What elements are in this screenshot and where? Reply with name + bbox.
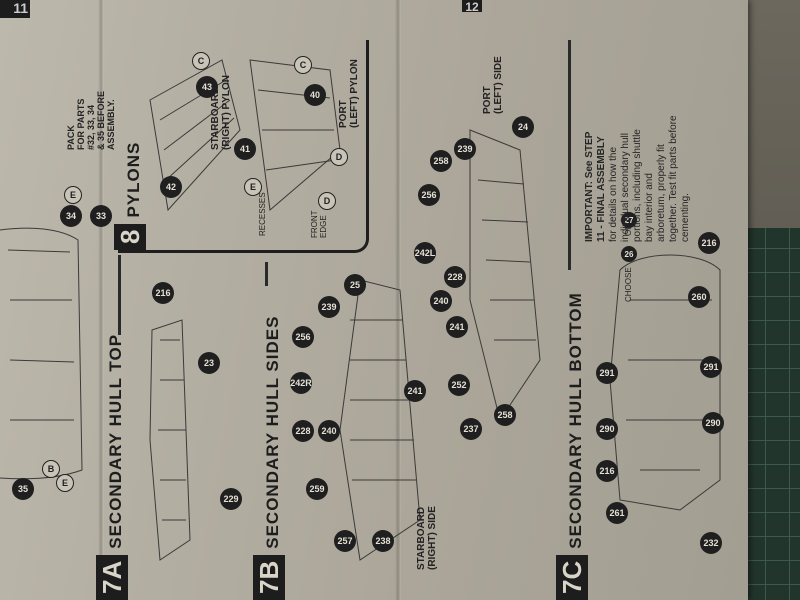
paper-fold: [395, 0, 401, 600]
note-line: for details on how the: [608, 146, 619, 242]
step-8-panel: [118, 40, 369, 253]
letter-marker: E: [56, 474, 74, 492]
letter-marker: D: [330, 148, 348, 166]
starboard-side-outline: [339, 279, 421, 561]
letter-marker: E: [64, 186, 82, 204]
part-callout: 24: [512, 116, 534, 138]
letter-marker: C: [294, 56, 312, 74]
note-line: IMPORTANT: See STEP: [584, 131, 595, 242]
port-pylon-outline: [249, 59, 341, 211]
note-line: portions, including shuttle: [632, 129, 643, 242]
note-line: bay interior and: [644, 173, 655, 242]
label-line: EDGE: [319, 215, 328, 238]
note-line: arboretum, properly fit: [656, 144, 667, 242]
note-line: individual secondary hull: [620, 133, 631, 242]
part-callout: 256: [292, 326, 314, 348]
starboard-pylon-label: STARBOARD (RIGHT) PYLON: [210, 75, 232, 150]
recesses-label: RECESSES: [258, 192, 267, 236]
part-callout: 216: [596, 460, 618, 482]
part-callout: 27: [621, 212, 637, 228]
part-callout: 259: [306, 478, 328, 500]
page-number-fragment: 12: [462, 0, 482, 14]
front-edge-label: FRONT EDGE: [310, 210, 328, 238]
part-callout: 41: [234, 138, 256, 160]
label-line: (RIGHT) SIDE: [427, 506, 438, 570]
part-callout: 242L: [414, 242, 436, 264]
step-divider: [265, 262, 268, 286]
part-callout: 25: [344, 274, 366, 296]
step-divider: [118, 255, 121, 335]
part-callout: 43: [196, 76, 218, 98]
part-callout: 261: [606, 502, 628, 524]
part-callout: 35: [12, 478, 34, 500]
letter-marker: B: [42, 460, 60, 478]
part-callout: 216: [152, 282, 174, 304]
label-line: STARBOARD: [416, 506, 427, 570]
part-callout: 216: [698, 232, 720, 254]
part-callout: 239: [454, 138, 476, 160]
part-callout: 240: [318, 420, 340, 442]
part-callout: 241: [404, 380, 426, 402]
part-callout: 239: [318, 296, 340, 318]
port-side-outline: [469, 129, 541, 422]
label-line: (LEFT) SIDE: [493, 56, 504, 114]
part-callout: 260: [688, 286, 710, 308]
part-callout: 258: [494, 404, 516, 426]
part-callout: 257: [334, 530, 356, 552]
parts-line-art: [0, 59, 721, 561]
hull-outline: [0, 227, 83, 480]
letter-marker: D: [318, 192, 336, 210]
part-callout: 232: [700, 532, 722, 554]
part-callout: 26: [621, 246, 637, 262]
note-line: together. Test fit parts before: [668, 115, 679, 242]
part-callout: 237: [460, 418, 482, 440]
choose-label: CHOOSE: [624, 267, 633, 302]
step-divider: [568, 40, 571, 270]
part-callout: 291: [700, 356, 722, 378]
part-callout: 241: [446, 316, 468, 338]
part-callout: 240: [430, 290, 452, 312]
port-pylon-label: PORT (LEFT) PYLON: [338, 59, 360, 128]
hull-bottom-outline: [609, 254, 721, 511]
important-note: IMPORTANT: See STEP 11 - FINAL ASSEMBLY …: [584, 115, 692, 242]
note-line: 11 - FINAL ASSEMBLY: [596, 136, 607, 242]
cutting-mat: [742, 228, 800, 600]
page-number-fragment: 11: [0, 0, 30, 18]
label-line: FRONT: [310, 210, 319, 238]
part-callout: 242R: [290, 372, 312, 394]
part-callout: 252: [448, 374, 470, 396]
port-side-label: PORT (LEFT) SIDE: [482, 56, 504, 114]
label-line: (LEFT) PYLON: [349, 59, 360, 128]
note-line: cementing.: [680, 193, 691, 242]
paper-fold: [98, 0, 104, 600]
part-callout: 291: [596, 362, 618, 384]
label-line: STARBOARD: [210, 86, 221, 150]
part-callout: 228: [444, 266, 466, 288]
label-line: (RIGHT) PYLON: [221, 75, 232, 150]
starboard-pylon-outline: [149, 59, 241, 212]
letter-marker: E: [244, 178, 262, 196]
part-callout: 228: [292, 420, 314, 442]
part-callout: 256: [418, 184, 440, 206]
instruction-sheet: 11 12 PACK FOR PARTS #32, 33, 34 & 35 BE…: [0, 0, 748, 600]
hull-top-outline: [149, 319, 191, 561]
part-callout: 34: [60, 205, 82, 227]
label-line: PORT: [482, 86, 493, 114]
part-callout: 229: [220, 488, 242, 510]
part-callout: 40: [304, 84, 326, 106]
label-line: PORT: [338, 100, 349, 128]
part-callout: 33: [90, 205, 112, 227]
part-callout: 42: [160, 176, 182, 198]
part-callout: 23: [198, 352, 220, 374]
part-callout: 238: [372, 530, 394, 552]
part-callout: 290: [702, 412, 724, 434]
part-callout: 258: [430, 150, 452, 172]
part-callout: 290: [596, 418, 618, 440]
starboard-side-label: STARBOARD (RIGHT) SIDE: [416, 506, 438, 570]
letter-marker: C: [192, 52, 210, 70]
